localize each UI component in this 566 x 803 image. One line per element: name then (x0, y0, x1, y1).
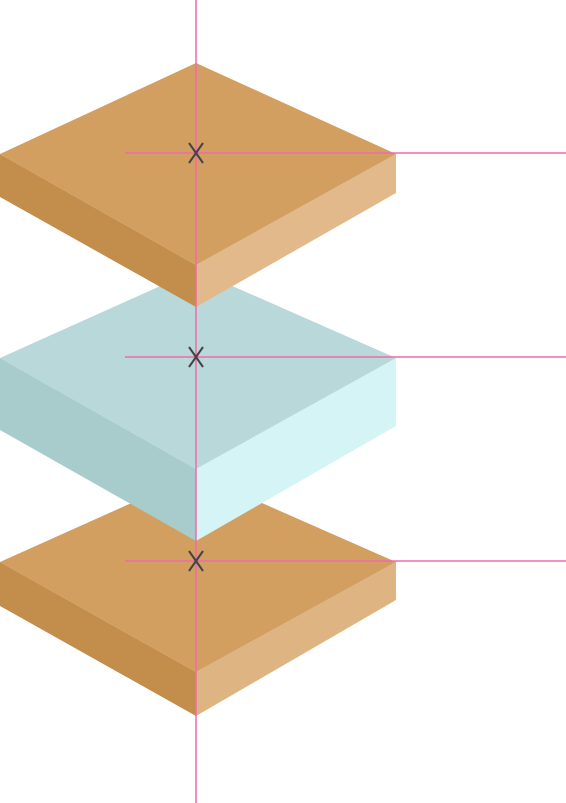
layer-middle-top-face (0, 270, 396, 469)
layer-top-left-face (0, 154, 196, 307)
layer-top-right-face (196, 154, 396, 307)
center-marker-middle (188, 346, 204, 368)
layer-middle-right-face (196, 358, 396, 541)
layer-bottom-top-face (0, 474, 396, 672)
center-marker-top (188, 142, 204, 164)
center-marker-bottom (188, 550, 204, 572)
layer-bottom-left-face (0, 562, 196, 716)
layer-top-top-face (0, 63, 396, 265)
guide-lines (125, 0, 566, 803)
layer-top (0, 63, 396, 307)
layer-bottom-right-face (196, 562, 396, 716)
center-markers (188, 142, 204, 572)
layer-bottom (0, 474, 396, 716)
layer-middle (0, 270, 396, 541)
layer-middle-left-face (0, 358, 196, 541)
